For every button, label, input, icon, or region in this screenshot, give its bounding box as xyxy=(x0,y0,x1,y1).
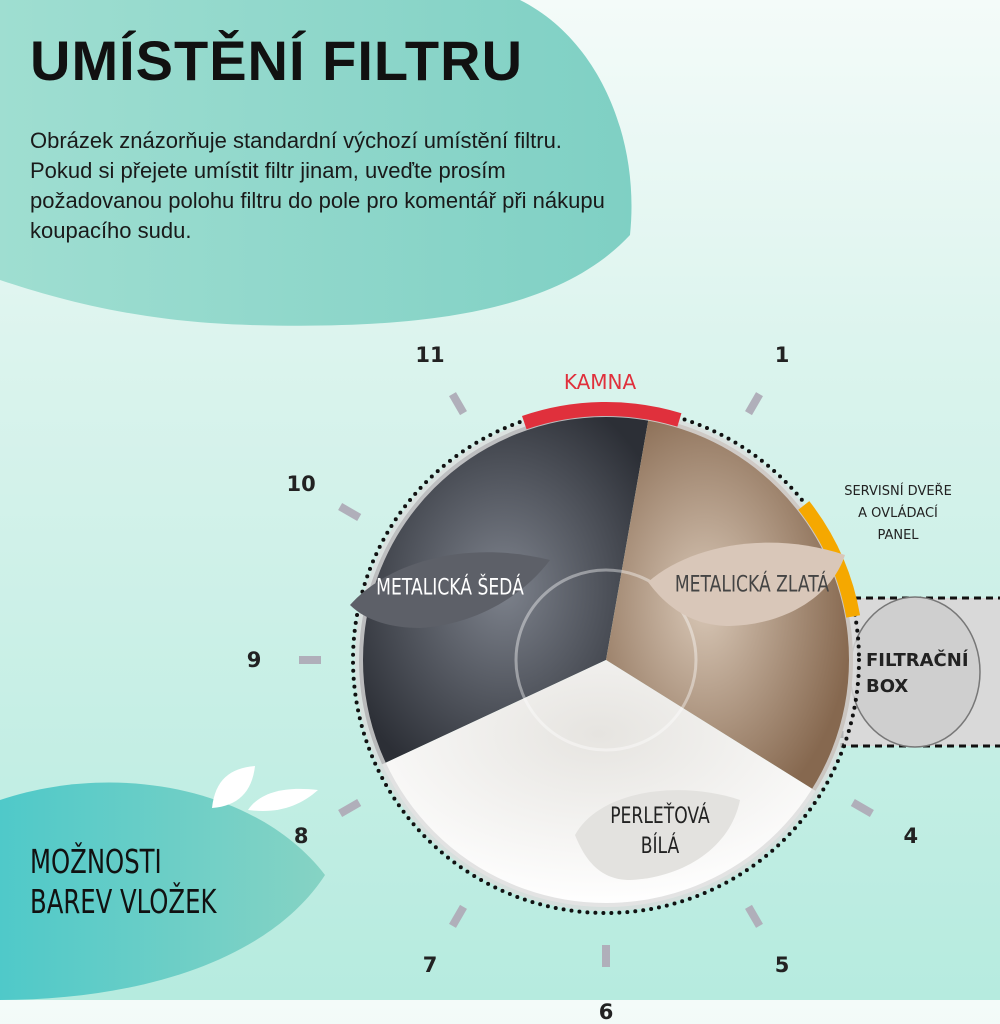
hour-label: 10 xyxy=(286,472,316,496)
hour-label: 1 xyxy=(774,343,790,368)
service-label-line: A OVLÁDACÍ xyxy=(858,506,938,521)
hour-tick xyxy=(449,392,467,416)
gray-label-leaf xyxy=(350,552,550,628)
hour-label: 5 xyxy=(774,952,790,977)
white-leaf-icon xyxy=(248,788,318,812)
service-door-label: SERVISNÍ DVEŘE A OVLÁDACÍ PANEL xyxy=(844,481,952,547)
hour-tick xyxy=(338,799,362,817)
white-leaf-icon xyxy=(212,766,255,808)
color-option-white: PERLEŤOVÁ BÍLÁ xyxy=(610,802,710,862)
title-line: BAREV VLOŽEK xyxy=(30,882,217,921)
stove-marker xyxy=(522,402,682,430)
hour-tick xyxy=(745,904,763,928)
gold-label-leaf xyxy=(648,542,845,626)
hour-label: 7 xyxy=(422,952,438,977)
footer-leaf xyxy=(0,782,325,1000)
color-options-title: MOŽNOSTI BAREV VLOŽEK xyxy=(30,842,309,922)
filter-label-line: BOX xyxy=(866,676,909,697)
stove-label: KAMNA xyxy=(563,370,637,394)
hot-tub-top-view xyxy=(350,402,1000,915)
description-text: Obrázek znázorňuje standardní výchozí um… xyxy=(30,128,605,243)
hour-tick xyxy=(338,503,362,521)
hour-tick xyxy=(449,904,467,928)
title-line: MOŽNOSTI xyxy=(30,842,162,881)
hour-tick xyxy=(745,392,763,416)
diagram-canvas xyxy=(0,0,1000,1000)
service-label-line: PANEL xyxy=(877,528,919,543)
page-title: UMÍSTĚNÍ FILTRU xyxy=(30,29,524,92)
tub-seat-ring xyxy=(514,568,698,752)
color-option-gray: METALICKÁ ŠEDÁ xyxy=(376,575,524,601)
color-option-gold: METALICKÁ ZLATÁ xyxy=(674,572,830,598)
hour-label: 4 xyxy=(903,824,919,848)
header-blob xyxy=(0,0,632,326)
color-label-line: PERLEŤOVÁ xyxy=(610,804,710,829)
hour-label: 9 xyxy=(246,648,262,672)
filter-label-line: FILTRAČNÍ xyxy=(866,650,969,671)
hour-label: 6 xyxy=(598,1000,614,1024)
color-label-line: BÍLÁ xyxy=(640,834,680,859)
service-label-line: SERVISNÍ DVEŘE xyxy=(844,484,952,499)
filter-box-label: FILTRAČNÍ BOX xyxy=(866,648,969,700)
white-label-leaf xyxy=(575,790,740,880)
hour-label: 11 xyxy=(415,343,445,368)
clock-ticks xyxy=(299,392,874,967)
hour-tick xyxy=(850,799,874,817)
hour-label: 8 xyxy=(293,824,309,848)
